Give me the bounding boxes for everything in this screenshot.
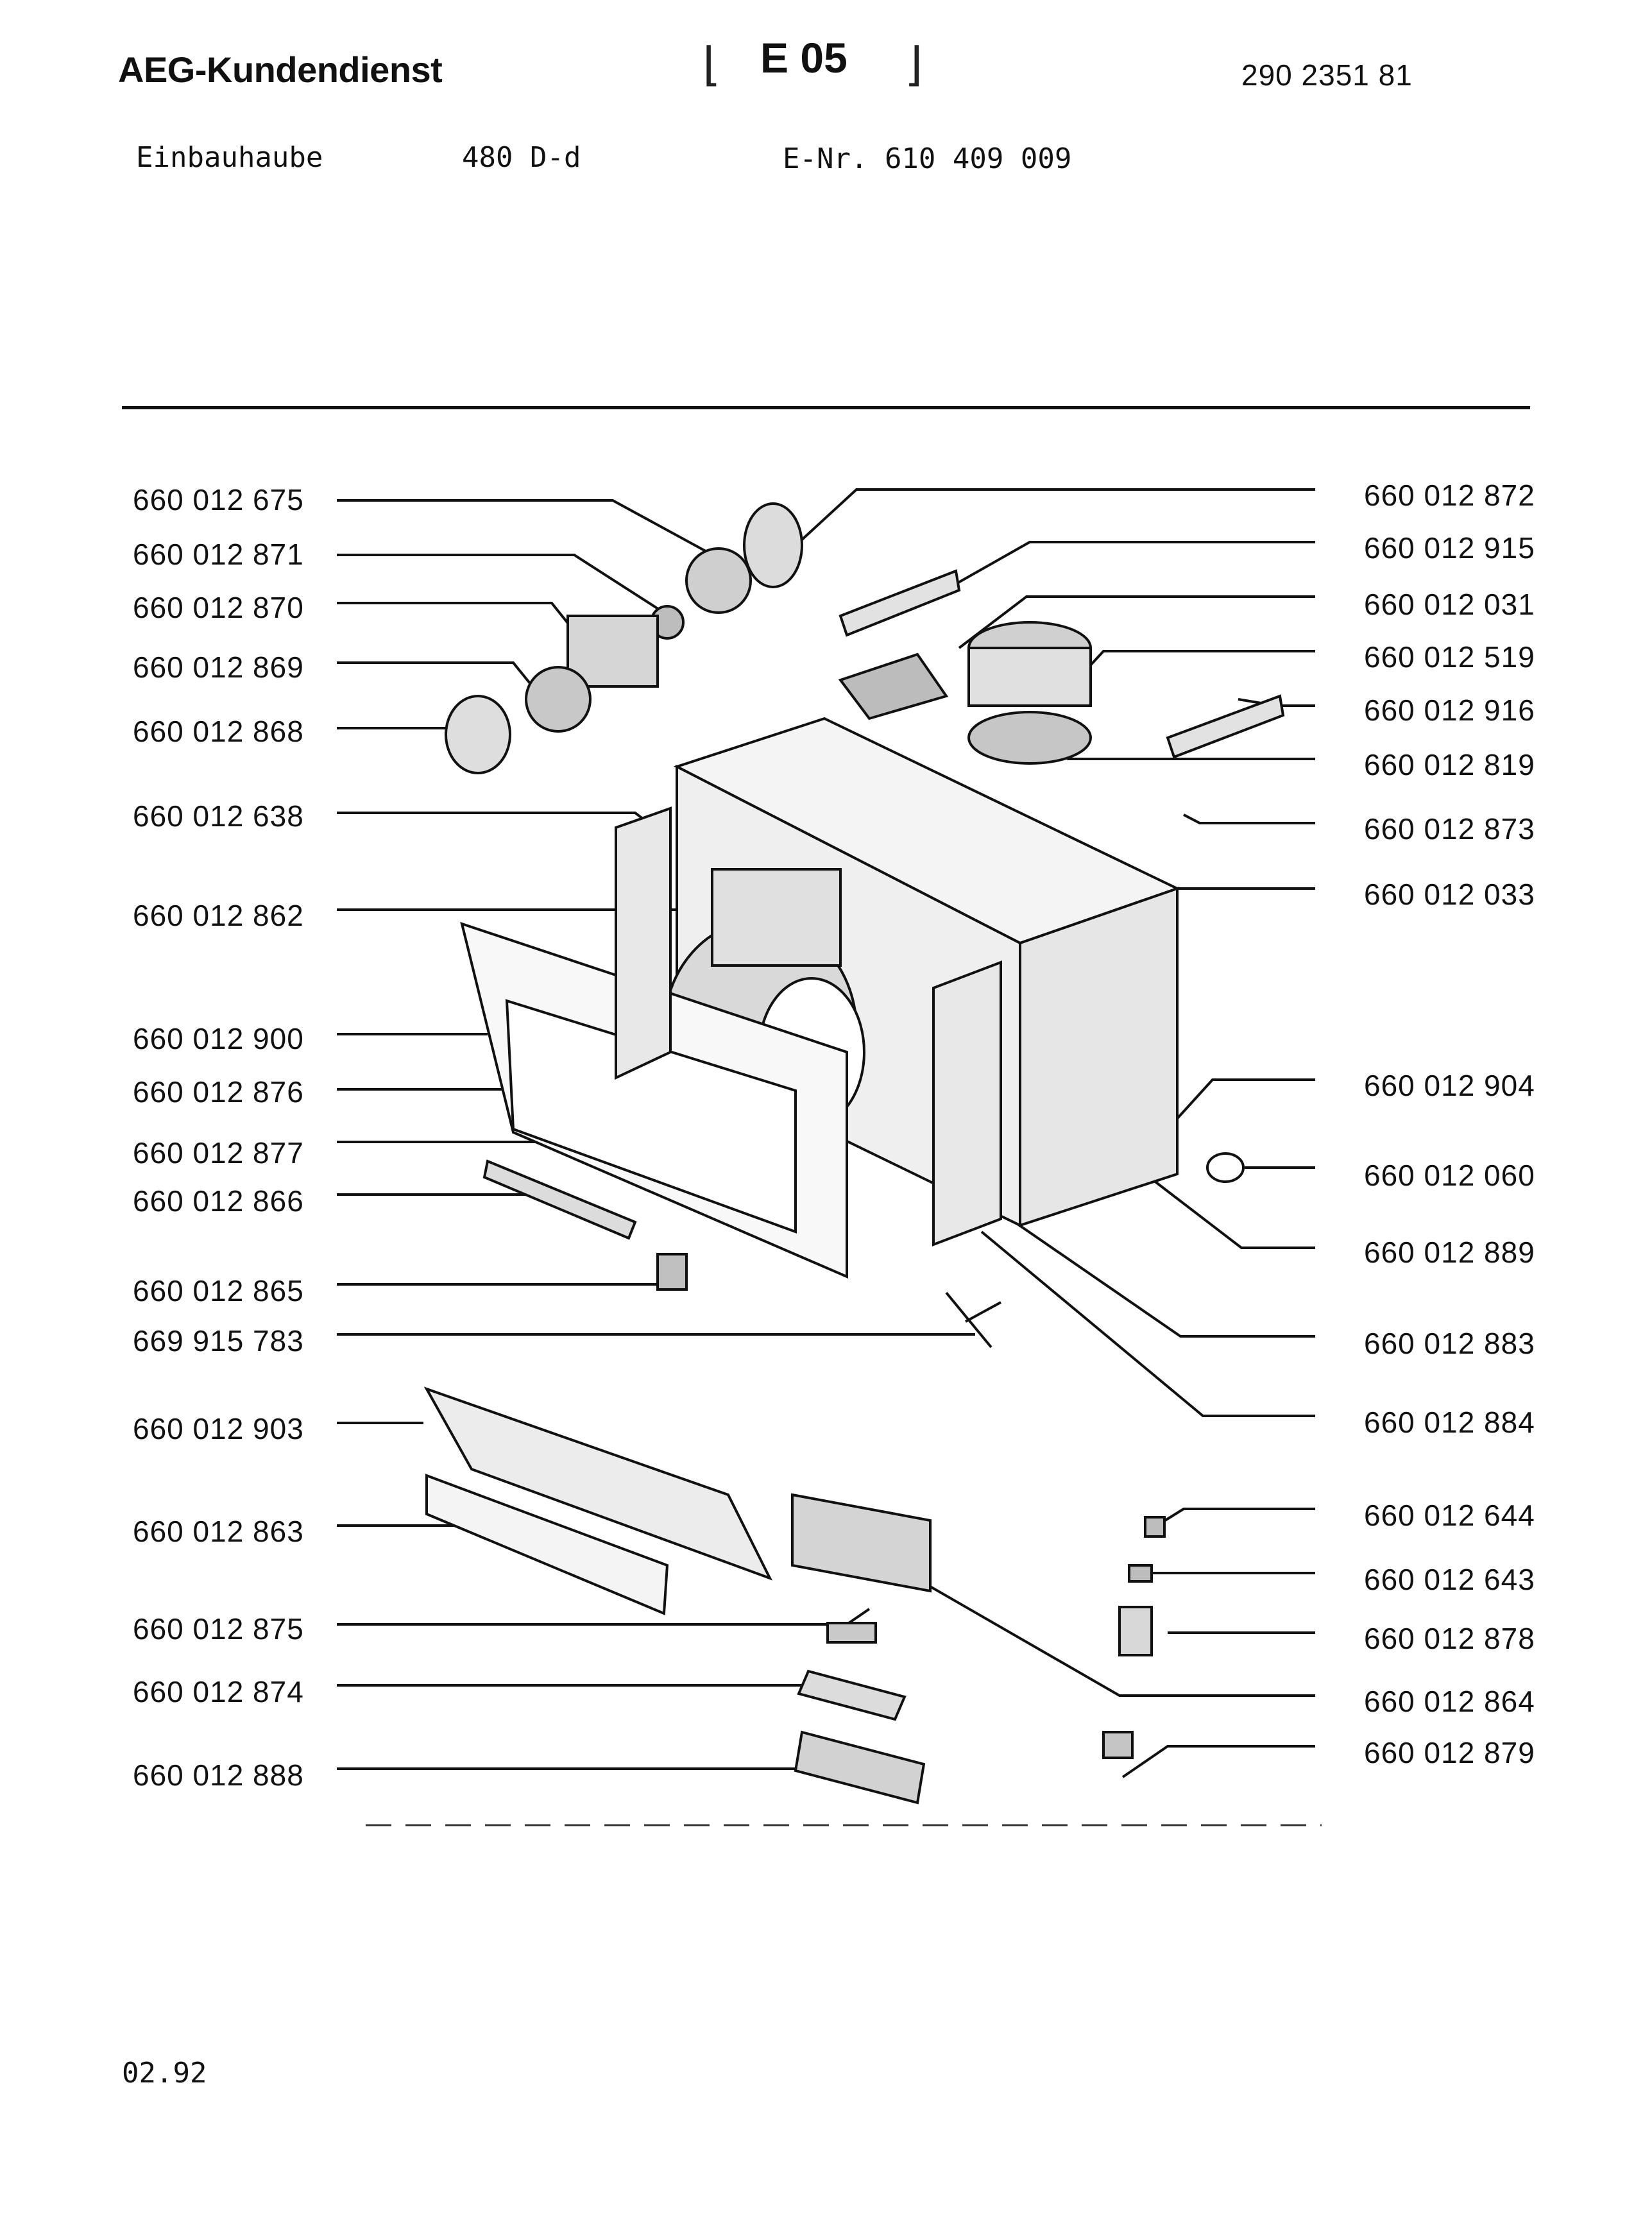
part-number-left: 660 012 675	[133, 483, 304, 516]
part-number-left: 660 012 863	[133, 1515, 304, 1548]
part-number-right: 660 012 519	[1364, 640, 1535, 674]
brand-title: AEG-Kundendienst	[118, 49, 443, 90]
leader-lines	[337, 488, 1315, 1778]
part-number-right: 660 012 872	[1364, 479, 1535, 512]
part-number-left: 660 012 862	[133, 899, 304, 932]
part-number-left: 660 012 888	[133, 1758, 304, 1792]
part-number-left: 669 915 783	[133, 1324, 304, 1357]
footer-date: 02.92	[122, 2057, 207, 2089]
part-number-left: 660 012 865	[133, 1274, 304, 1307]
part-number-left: 660 012 874	[133, 1675, 304, 1708]
part-number-right: 660 012 060	[1364, 1159, 1535, 1192]
part-number-right: 660 012 033	[1364, 878, 1535, 911]
header-divider	[122, 406, 1530, 409]
product-model: 480 D-d	[462, 141, 581, 174]
part-number-left: 660 012 876	[133, 1075, 304, 1109]
part-number-left: 660 012 866	[133, 1184, 304, 1218]
part-number-right: 660 012 644	[1364, 1499, 1535, 1532]
bracket-left-icon: ⌊	[696, 37, 724, 91]
part-number-right: 660 012 879	[1364, 1736, 1535, 1769]
group-code: E 05	[760, 34, 847, 81]
part-number-left: 660 012 900	[133, 1022, 304, 1055]
part-number-left: 660 012 870	[133, 591, 304, 624]
part-number-right: 660 012 904	[1364, 1069, 1535, 1102]
part-number-right: 660 012 864	[1364, 1685, 1535, 1718]
part-number-right: 660 012 883	[1364, 1327, 1535, 1360]
part-number-right: 660 012 878	[1364, 1622, 1535, 1655]
part-number-left: 660 012 877	[133, 1136, 304, 1170]
part-number-right: 660 012 889	[1364, 1236, 1535, 1269]
appliance-sketch	[423, 502, 1285, 1805]
document-number: 290 2351 81	[1241, 58, 1413, 92]
part-number-left: 660 012 868	[133, 715, 304, 748]
part-number-right: 660 012 916	[1364, 694, 1535, 727]
part-number-left: 660 012 871	[133, 538, 304, 571]
product-enr: E-Nr. 610 409 009	[783, 142, 1072, 175]
part-number-right: 660 012 873	[1364, 812, 1535, 846]
part-number-left: 660 012 875	[133, 1612, 304, 1646]
part-number-left: 660 012 903	[133, 1412, 304, 1445]
part-number-right: 660 012 884	[1364, 1406, 1535, 1439]
part-number-right: 660 012 819	[1364, 748, 1535, 781]
bracket-right-icon: ⌋	[901, 37, 930, 91]
part-number-right: 660 012 643	[1364, 1563, 1535, 1596]
part-number-right: 660 012 915	[1364, 531, 1535, 565]
product-type: Einbauhaube	[136, 141, 323, 174]
part-number-right: 660 012 031	[1364, 588, 1535, 621]
part-number-left: 660 012 869	[133, 651, 304, 684]
part-number-left: 660 012 638	[133, 799, 304, 833]
